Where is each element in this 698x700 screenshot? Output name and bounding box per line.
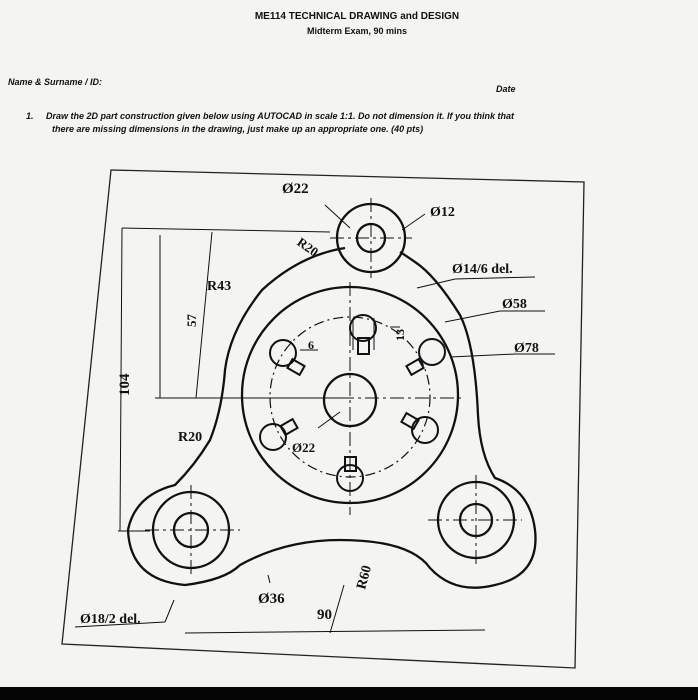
bottom-black-band	[0, 687, 698, 700]
dim-d22-top: Ø22	[282, 181, 309, 197]
keyhole-top	[349, 314, 377, 355]
dim-d78: Ø78	[514, 341, 539, 356]
dim-r60: R60	[354, 564, 375, 591]
question-text-line2: there are missing dimensions in the draw…	[52, 124, 424, 134]
dim-d36: Ø36	[258, 591, 285, 607]
dim-6: 6	[308, 338, 314, 352]
drawing-frame	[61, 169, 585, 669]
dim-r20-left: R20	[178, 430, 202, 445]
dim-104: 104	[117, 373, 133, 396]
dim-r43: R43	[207, 279, 231, 294]
question-number: 1.	[26, 111, 34, 121]
dim-90: 90	[317, 607, 332, 623]
exam-subtitle: Midterm Exam, 90 mins	[306, 26, 408, 36]
name-label: Name & Surname / ID:	[8, 77, 103, 87]
dim-d22-center: Ø22	[292, 440, 315, 455]
dim-d18-2: Ø18/2 del.	[80, 612, 141, 627]
keyhole-upper-left	[269, 339, 306, 377]
dim-d12: Ø12	[430, 205, 455, 220]
date-label: Date	[496, 84, 516, 94]
keyhole-lower-right	[400, 411, 439, 444]
question-text-line1: Draw the 2D part construction given belo…	[46, 111, 515, 121]
exam-title: ME114 TECHNICAL DRAWING and DESIGN	[254, 11, 460, 22]
keyhole-lower-left	[259, 417, 299, 451]
dim-d14-6: Ø14/6 del.	[452, 262, 513, 277]
dim-57: 57	[184, 314, 199, 328]
dim-d58: Ø58	[502, 297, 527, 312]
dim-13: 13	[393, 329, 407, 341]
keyhole-upper-right	[405, 338, 446, 377]
part-outline	[126, 246, 537, 589]
